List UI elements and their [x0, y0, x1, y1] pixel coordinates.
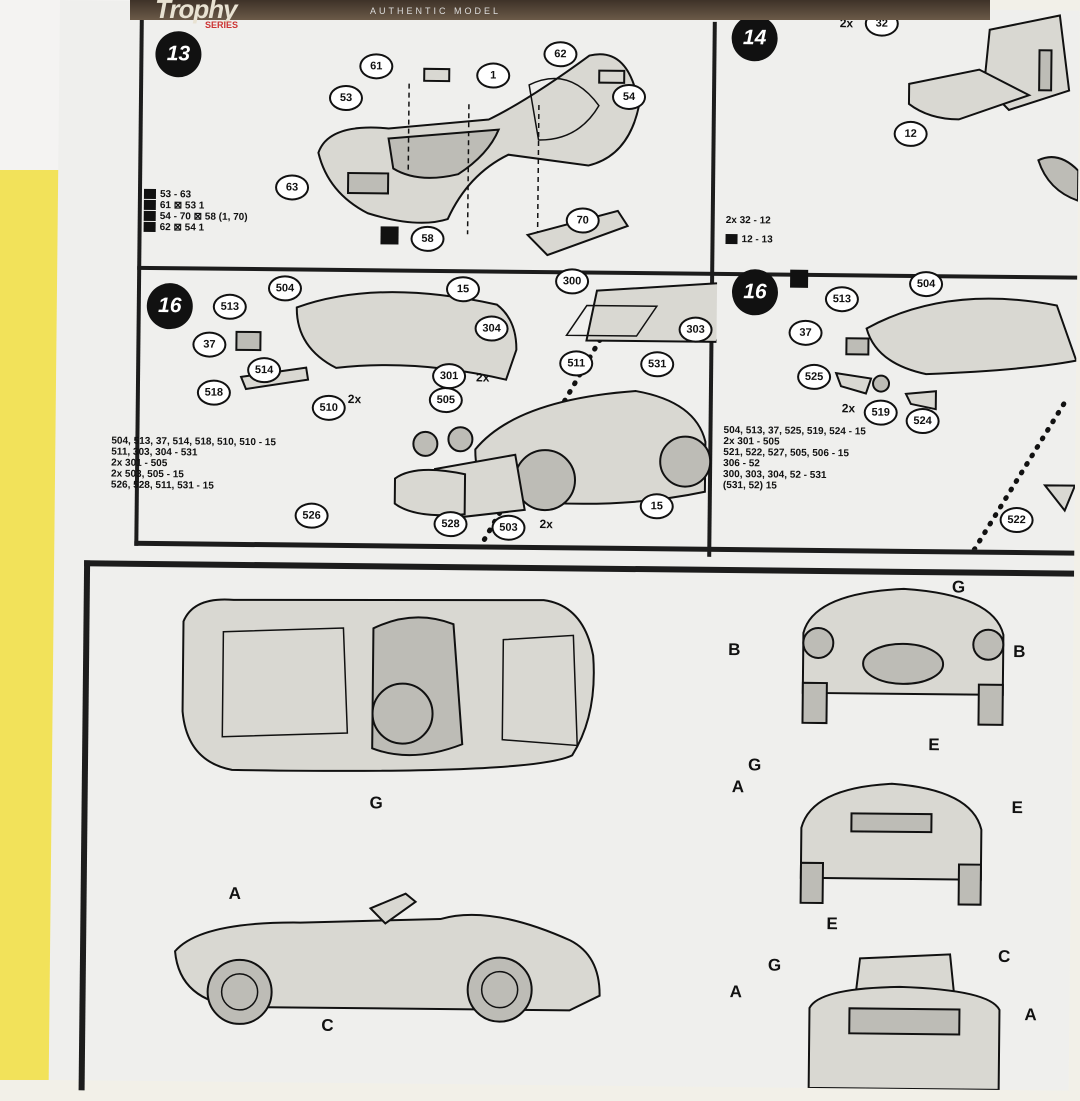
part-callout-54: 54 — [611, 83, 647, 111]
part-callout-504: 504 — [267, 275, 303, 302]
side-view-car — [174, 892, 601, 1025]
part-callout-519: 519 — [863, 399, 898, 426]
paint-frame-top — [84, 560, 1075, 577]
paint-label-A: A — [731, 777, 745, 797]
part-callout-526: 526 — [294, 502, 329, 529]
paint-label-B: B — [1013, 642, 1026, 662]
part-callout-15: 15 — [445, 276, 481, 303]
box-banner-text: AUTHENTIC MODEL — [370, 6, 502, 16]
model-box-edge — [130, 0, 990, 20]
part-callout-513: 513 — [212, 293, 247, 320]
step-16-legend-right: 504, 513, 37, 525, 519, 524 - 15 2x 301 … — [723, 425, 866, 492]
part-callout-511: 511 — [559, 350, 594, 377]
part-callout-300: 300 — [554, 268, 590, 295]
paint-label-A: A — [1024, 1005, 1037, 1025]
part-callout-303: 303 — [678, 316, 713, 343]
step-13-legend: 53 - 63 61 ⊠ 53 1 54 - 70 ⊠ 58 (1, 70) 6… — [143, 189, 248, 234]
part-callout-37: 37 — [788, 319, 823, 347]
part-callout-522: 522 — [999, 506, 1034, 534]
paint-label-A: A — [729, 982, 743, 1002]
part-callout-12: 12 — [893, 120, 928, 148]
part-callout-63: 63 — [274, 174, 310, 201]
part-callout-37: 37 — [192, 331, 227, 358]
step-14-legend: 2x 32 - 12 12 - 13 — [725, 214, 773, 246]
qty-2x: 2x — [539, 517, 553, 532]
legend-line: 12 - 13 — [741, 234, 773, 246]
front-assembly-drawing — [235, 281, 718, 542]
qty-2x: 2x — [347, 392, 362, 407]
paint-label-A: E — [1011, 798, 1024, 818]
step-16-badge-left: 16 — [146, 282, 194, 330]
part-callout-524: 524 — [905, 407, 940, 435]
paint-label-G: G — [369, 793, 383, 813]
qty-2x: 2x — [841, 401, 856, 416]
part-callout-514: 514 — [246, 356, 282, 384]
brand-series: SERIES — [205, 20, 239, 30]
step-16-legend-left: 504, 513, 37, 514, 518, 510, 510 - 15 51… — [111, 436, 276, 493]
qty-2x: 2x — [475, 370, 490, 385]
rear-view-car — [799, 782, 983, 906]
part-callout-70: 70 — [565, 207, 600, 234]
paint-label-A: A — [228, 883, 242, 903]
paint-label-C: C — [997, 946, 1011, 967]
rear-assembly-drawing — [907, 14, 1080, 203]
front-view-car — [801, 587, 1005, 726]
rear-trunk-view-car — [807, 953, 1001, 1091]
instruction-sheet: 13 61 1 62 53 54 63 58 70 53 - 63 61 ⊠ 5… — [48, 0, 1080, 1091]
step-16-badge-right: 16 — [731, 269, 779, 316]
legend-line: 53 - 63 — [159, 189, 192, 201]
part-callout-301: 301 — [431, 362, 467, 390]
paint-label-C: C — [321, 1015, 334, 1035]
chassis-drawing — [317, 53, 640, 257]
part-callout-503: 503 — [491, 514, 526, 541]
paint-label-E: E — [928, 735, 940, 755]
part-callout-62: 62 — [543, 41, 578, 68]
rear-body-drawing — [834, 297, 1078, 551]
part-callout-505: 505 — [428, 386, 463, 414]
top-view-car — [181, 598, 595, 772]
part-callout-525: 525 — [796, 363, 832, 391]
part-callout-304: 304 — [474, 315, 509, 342]
legend-line: 54 - 70 ⊠ 58 (1, 70) — [159, 211, 248, 223]
part-callout-61: 61 — [359, 53, 394, 80]
part-callout-58: 58 — [410, 225, 445, 253]
brand-logo: Trophy — [155, 0, 238, 24]
part-callout-53: 53 — [328, 84, 364, 112]
part-callout-15: 15 — [639, 493, 674, 520]
paint-label-G: G — [951, 577, 966, 597]
paint-label-E: E — [826, 914, 838, 934]
paint-frame-left — [78, 560, 91, 1091]
step-14-badge: 14 — [731, 15, 778, 62]
legend-line: 526, 528, 511, 531 - 15 — [110, 479, 214, 492]
part-callout-510: 510 — [311, 394, 346, 422]
part-callout-528: 528 — [433, 510, 468, 538]
legend-line: 61 ⊠ 53 1 — [159, 200, 205, 212]
part-callout-504: 504 — [908, 270, 944, 298]
legend-line: 2x 32 - 12 — [725, 214, 771, 227]
paint-label-G: G — [767, 955, 782, 975]
part-callout-513: 513 — [824, 286, 860, 313]
step-13-badge: 13 — [155, 31, 202, 78]
part-callout-1: 1 — [476, 62, 511, 89]
paint-label-B: B — [728, 640, 741, 660]
paint-marker-icon — [790, 269, 809, 288]
legend-line: (531, 52) 15 — [722, 479, 777, 492]
part-callout-518: 518 — [196, 379, 232, 406]
paint-marker-icon — [380, 226, 399, 245]
paint-label-G: G — [747, 755, 762, 775]
legend-line: 62 ⊠ 54 1 — [159, 222, 205, 234]
part-callout-531: 531 — [640, 351, 675, 378]
